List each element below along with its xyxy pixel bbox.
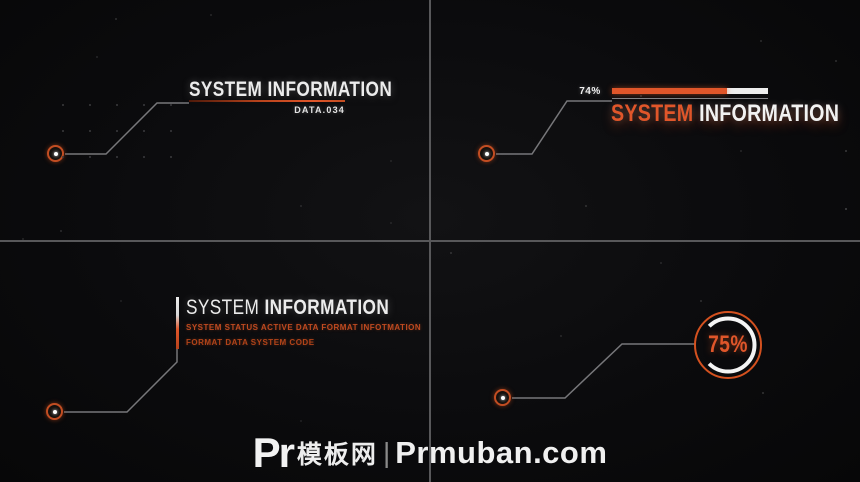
bl-title-light: SYSTEM [186,296,265,319]
bl-accent-bar [176,297,179,349]
grid-dot [143,104,145,106]
star [450,252,452,254]
connector-top-left [65,102,189,155]
star [640,95,642,97]
grid-dot [170,156,172,158]
node-top-right [478,145,495,162]
grid-dot [89,156,91,158]
tr-title-rest: INFORMATION [693,100,840,127]
grid-dot [89,104,91,106]
tr-percent-label: 74% [579,86,601,97]
connector-bottom-left [64,349,178,413]
tl-underline [189,100,345,102]
bl-title: SYSTEM INFORMATION [186,296,389,320]
watermark-pr-logo: Pr [252,429,295,476]
tr-title-accent: SYSTEM [611,100,694,127]
tl-title: SYSTEM INFORMATION [189,78,393,101]
tr-progress-fill [612,88,728,94]
star [700,300,702,302]
grid-dot [116,104,118,106]
star [845,208,847,210]
tr-progress-underline [612,98,768,99]
connector-top-right [496,100,612,155]
star [740,150,742,152]
star [760,40,762,42]
star [115,18,117,20]
tl-data-label: DATA.034 [294,105,345,115]
star [845,150,847,152]
star [390,160,392,162]
star [660,262,662,264]
star [560,335,562,337]
watermark: Pr 模板网 | Prmuban.com [0,432,860,474]
bl-subtitle-2: FORMAT DATA SYSTEM CODE [186,338,315,347]
star [585,205,587,207]
br-percent-label: 75% [708,331,748,358]
connector-bottom-right [512,343,695,399]
watermark-site-en: Prmuban.com [395,435,608,470]
star [835,60,837,62]
watermark-site-cn: 模板网 [296,441,378,469]
node-bottom-right [494,389,511,406]
divider-vertical [429,0,431,482]
bl-subtitle-1: SYSTEM STATUS ACTIVE DATA FORMAT INFOTMA… [186,323,422,332]
grid-dot [143,130,145,132]
grid-dot [89,130,91,132]
grid-dot [170,130,172,132]
grid-dot [62,130,64,132]
node-top-left [47,145,64,162]
bl-title-bold: INFORMATION [264,296,390,319]
star [96,56,98,58]
grid-dot [116,130,118,132]
grid-dot [62,156,64,158]
star [22,238,24,240]
grid-dot [62,104,64,106]
grid-dot [116,156,118,158]
watermark-separator: | [382,437,391,468]
star [60,230,62,232]
grid-dot [143,156,145,158]
tr-progress-bar [612,88,768,94]
star [120,300,122,302]
star [390,222,392,224]
star [300,420,302,422]
tr-title: SYSTEM INFORMATION [611,100,839,128]
grid-dot [170,104,172,106]
star [210,14,212,16]
star [300,205,302,207]
node-bottom-left [46,403,63,420]
star [762,392,764,394]
